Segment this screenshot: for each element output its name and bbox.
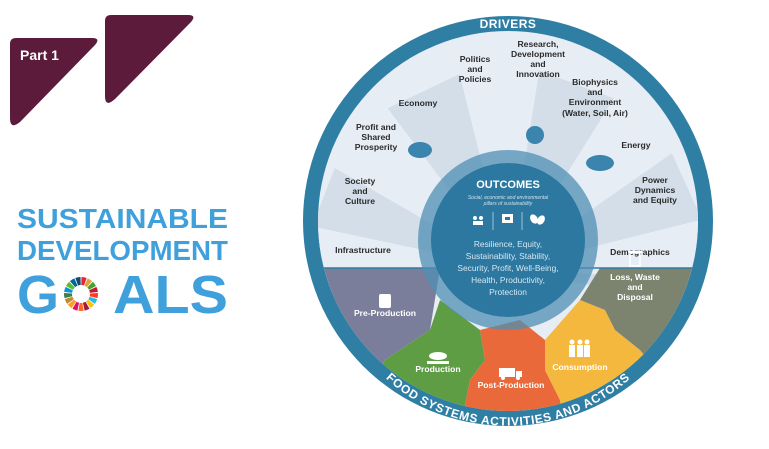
driver-label: Energy: [621, 140, 650, 150]
driver-label: and: [352, 186, 367, 196]
part-label: Part 1: [20, 47, 59, 63]
cloud-icon: [408, 142, 432, 158]
sdg-wheel-segment: [85, 299, 95, 309]
activity-label: Loss, Waste: [610, 272, 660, 282]
driver-label: Profit and: [356, 122, 396, 132]
outcomes-body-line: Sustainability, Stability,: [466, 251, 550, 261]
drivers-ring-label: DRIVERS: [480, 17, 537, 31]
activity-label: Consumption: [552, 362, 607, 372]
driver-label: Environment: [569, 97, 622, 107]
driver-label: Society: [345, 176, 376, 186]
warehouse-icon: [379, 294, 391, 308]
trash-bin-icon: [628, 251, 642, 267]
outcomes-title: OUTCOMES: [476, 179, 540, 191]
sdg-wheel-segment: [64, 286, 73, 293]
outcomes-body-line: Health, Productivity,: [471, 275, 545, 285]
sdg-wheel-segment: [75, 277, 81, 286]
sdg-wheel-segment: [87, 281, 96, 290]
sdg-wheel-segment: [64, 296, 74, 304]
leaf-icon: [530, 214, 545, 225]
driver-label: and: [587, 87, 602, 97]
sdg-wheel-segment: [84, 278, 93, 288]
driver-label: Politics: [460, 54, 491, 64]
sdg-line-3-g: G: [17, 265, 59, 325]
driver-label: Infrastructure: [335, 245, 391, 255]
sdg-wheel-segment: [82, 301, 90, 311]
driver-label: Innovation: [516, 69, 559, 79]
people-icon: [473, 216, 483, 225]
driver-label: Dynamics: [635, 185, 676, 195]
segment-post-production: [462, 320, 565, 411]
sdg-wheel-segment: [89, 292, 98, 299]
sdg-wheel-segment: [66, 281, 75, 290]
outcomes-body-line: Security, Profit, Well-Being,: [457, 263, 558, 273]
outcomes-subtitle: pillars of sustainability: [483, 201, 533, 207]
driver-label: and: [467, 64, 482, 74]
sdg-line-2: DEVELOPMENT: [17, 235, 228, 266]
driver-label: and: [530, 59, 545, 69]
driver-label: Power: [642, 175, 668, 185]
activity-label: Pre-Production: [354, 308, 416, 318]
driver-note: (Water, Soil, Air): [562, 108, 628, 118]
driver-label: Biophysics: [572, 77, 618, 87]
driver-label: Economy: [399, 98, 438, 108]
activity-label: Disposal: [617, 292, 653, 302]
driver-label: Shared: [361, 132, 390, 142]
sdg-wheel-segment: [72, 301, 80, 311]
sdg-wheel-segment: [64, 292, 73, 299]
driver-label: and Equity: [633, 195, 677, 205]
sdg-wheel-segment: [81, 277, 87, 286]
outcomes-body-line: Protection: [489, 287, 527, 297]
driver-label: Development: [511, 49, 565, 59]
sun-icon: [526, 126, 544, 144]
truck-icon: [499, 368, 522, 380]
cow-field-icon: [427, 352, 449, 364]
activity-label: Post-Production: [478, 380, 545, 390]
money-icon: [502, 214, 513, 223]
driver-label: Prosperity: [355, 142, 398, 152]
sdg-wheel-segment: [88, 296, 98, 304]
sdg-wheel-segment: [69, 278, 78, 288]
sdg-logo: SUSTAINABLE DEVELOPMENT G ALS: [17, 203, 228, 325]
outcomes-body-line: Resilience, Equity,: [474, 239, 542, 249]
family-icon: [569, 339, 590, 357]
sdg-wheel-segment: [67, 299, 77, 309]
driver-label: Policies: [459, 74, 492, 84]
outcomes-circle: [431, 163, 585, 317]
driver-label: Research,: [517, 39, 558, 49]
sdg-line-1: SUSTAINABLE: [17, 203, 228, 234]
activity-label: Production: [415, 364, 460, 374]
cloud-icon: [586, 155, 614, 171]
outcomes-subtitle: Social, economic and environmental: [468, 195, 549, 201]
decorative-badge-shape: [105, 15, 194, 103]
sdg-line-3-als: ALS: [113, 265, 228, 325]
driver-label: Culture: [345, 196, 375, 206]
sdg-wheel-segment: [89, 286, 98, 293]
part-badge-shape: [10, 38, 98, 126]
sdg-color-wheel-icon: [64, 277, 98, 311]
activity-label: and: [627, 282, 642, 292]
sdg-wheel-segment: [78, 302, 84, 311]
